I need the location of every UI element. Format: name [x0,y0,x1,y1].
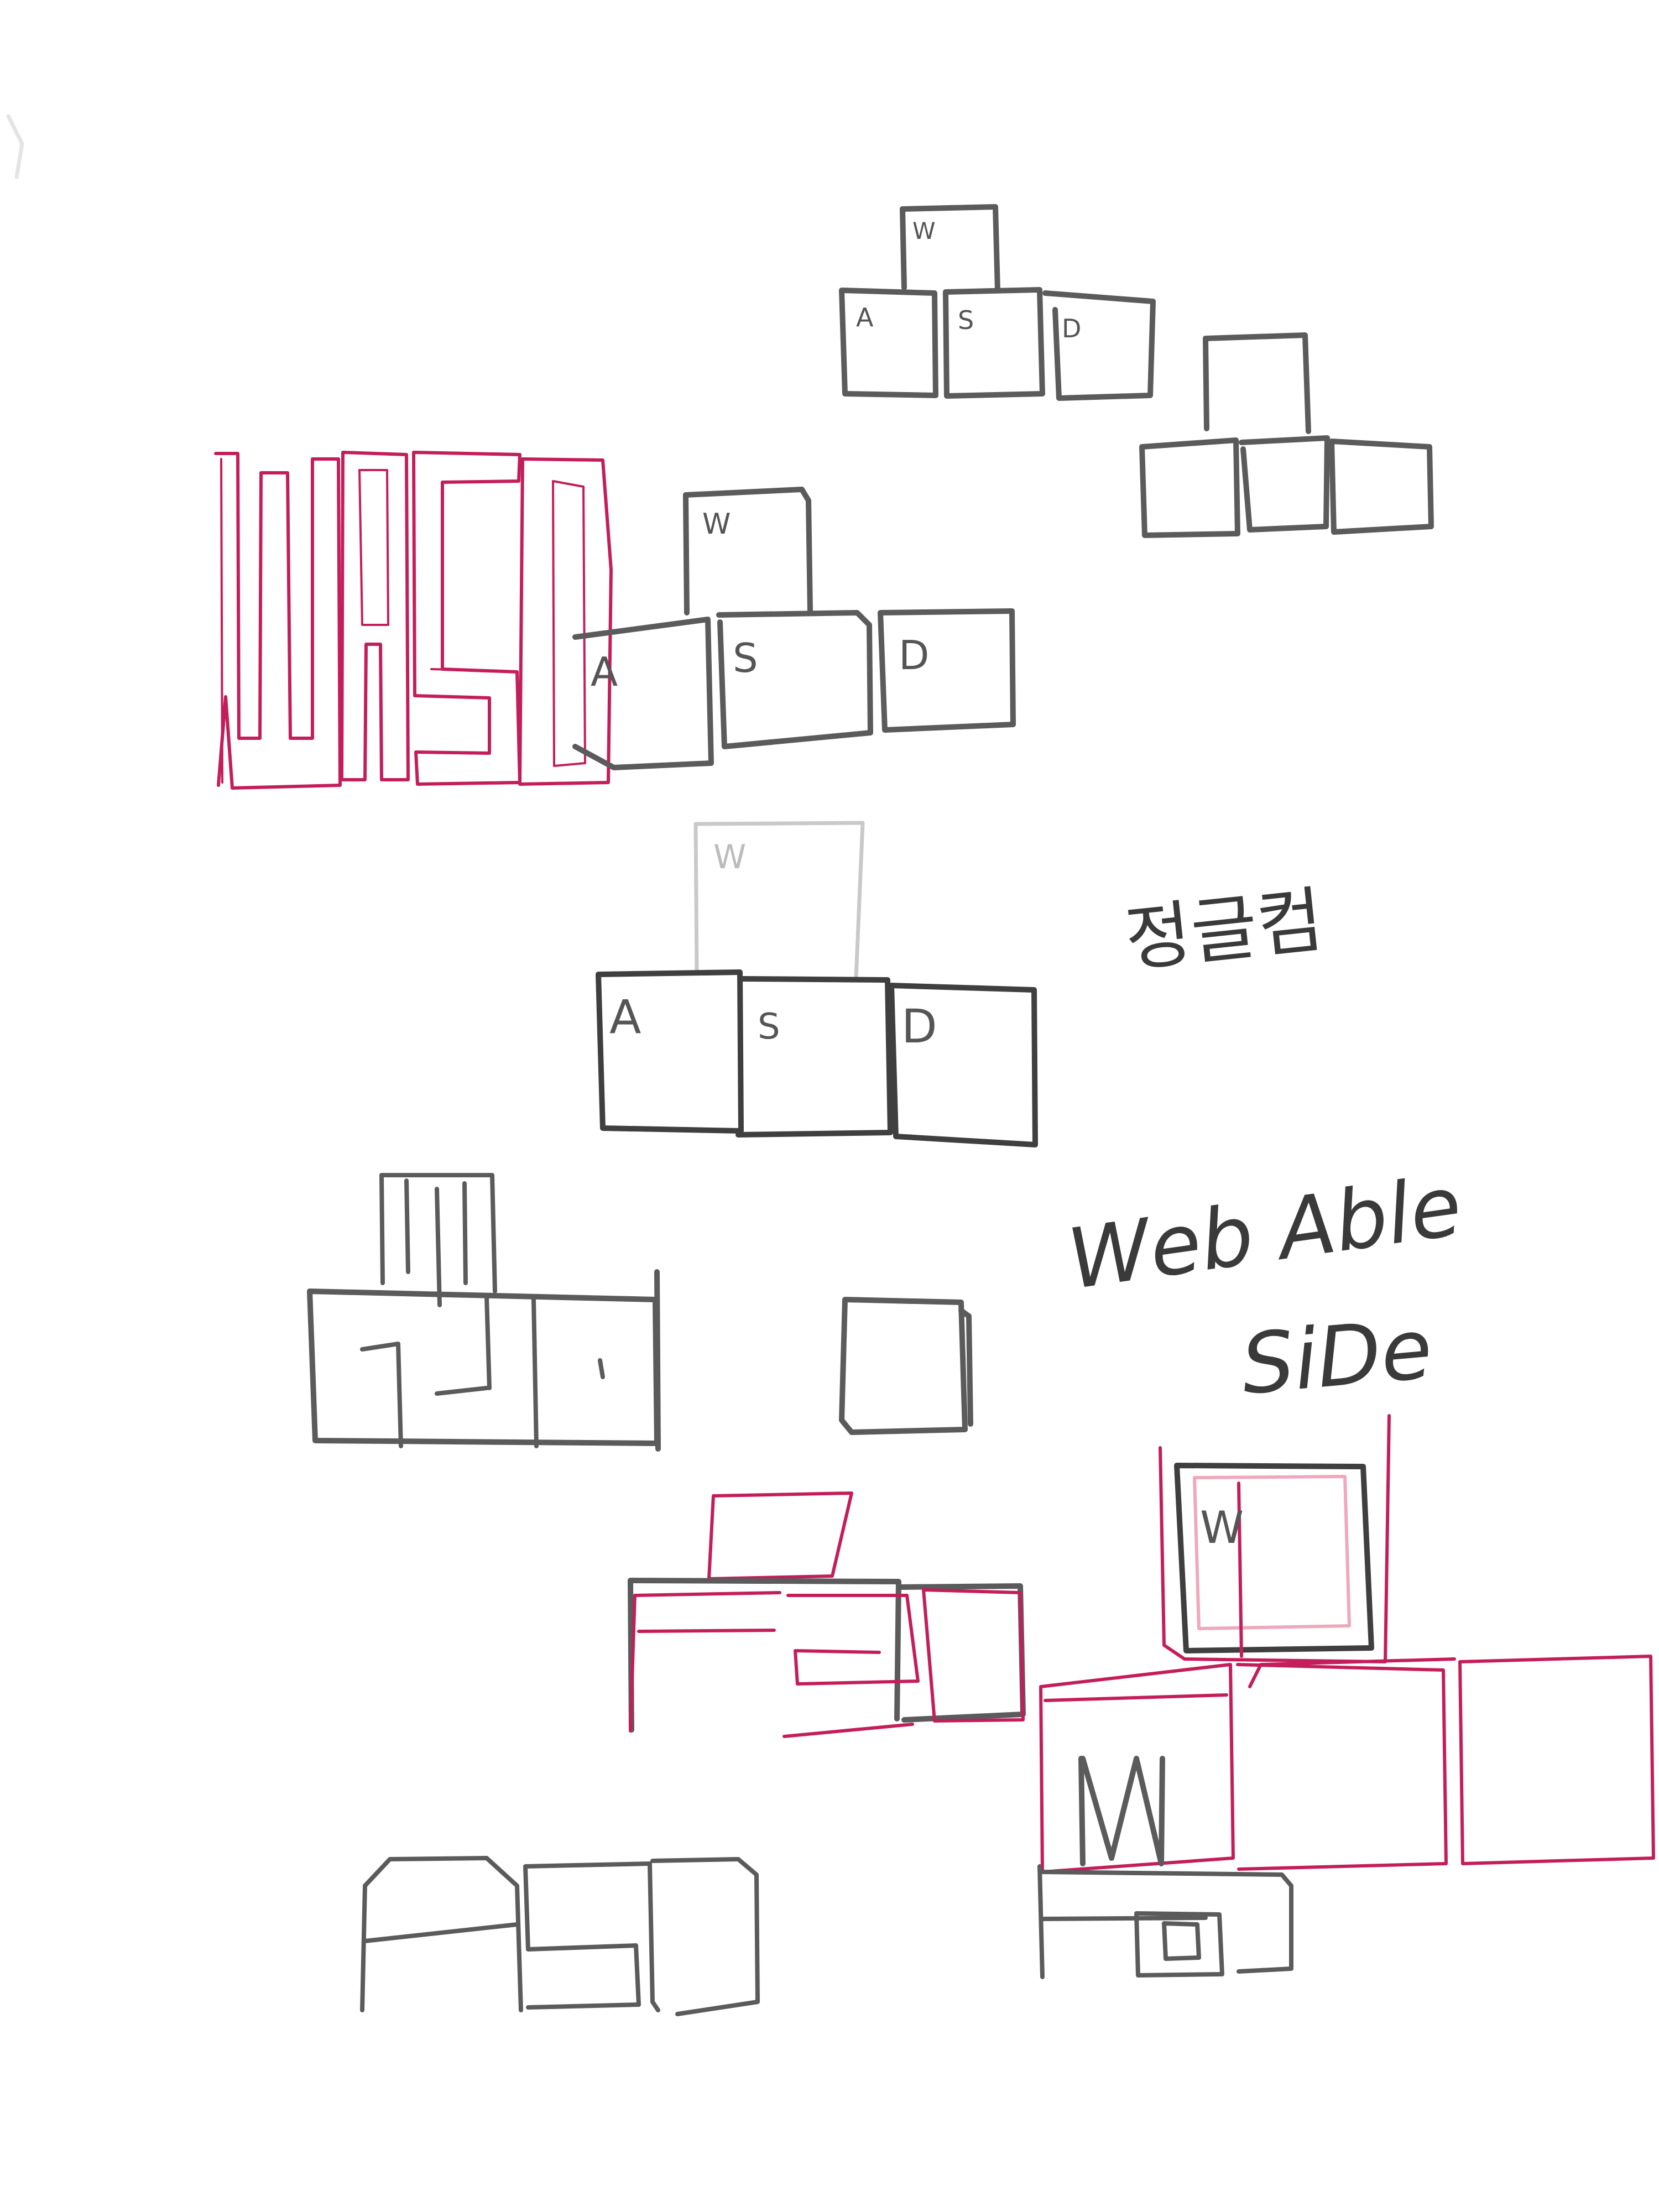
key-label-w: W [912,217,936,244]
blank-keycluster [1139,332,1434,538]
key-label-w: W [713,838,746,877]
web-able-text: Web Able [1062,1158,1468,1308]
key-label-d: D [899,632,929,679]
wsd-red-row [1039,1655,1655,1874]
key-label-d: D [1062,314,1081,343]
key-label-w: W [702,508,731,541]
single-key-sketch [839,1297,973,1435]
key-label-a: A [591,649,618,695]
asd-red-gray-row [628,1491,1026,1738]
key-label-s: S [758,1006,780,1047]
w-key-pink-red: W [1159,1414,1391,1663]
asd-gray-bottom-right [1037,1864,1293,1979]
web-able-side-note: Web Able SiDe [1062,1158,1468,1413]
korean-note-text: 정글컴 [1121,878,1327,982]
key-label-d: D [901,999,937,1053]
side-text: SiDe [1238,1301,1436,1413]
corner-smudge [6,114,24,179]
wasd-keycluster-small: W A S D [839,204,1156,401]
wasd-keycluster-faded-w: W A S D [596,821,1038,1147]
korean-note: 정글컴 [1121,878,1327,982]
key-label-s: S [958,305,974,335]
key-label-w: W [1200,1502,1244,1553]
wasd-keycluster-medium: W A S D [572,487,1016,770]
wasd-red-logotype [214,451,613,790]
wasd-outline-block [307,1173,661,1452]
key-label-s: S [733,635,758,681]
asd-stylized-gray [360,1856,760,2016]
key-label-a: A [856,302,874,332]
key-label-a: A [609,990,641,1044]
